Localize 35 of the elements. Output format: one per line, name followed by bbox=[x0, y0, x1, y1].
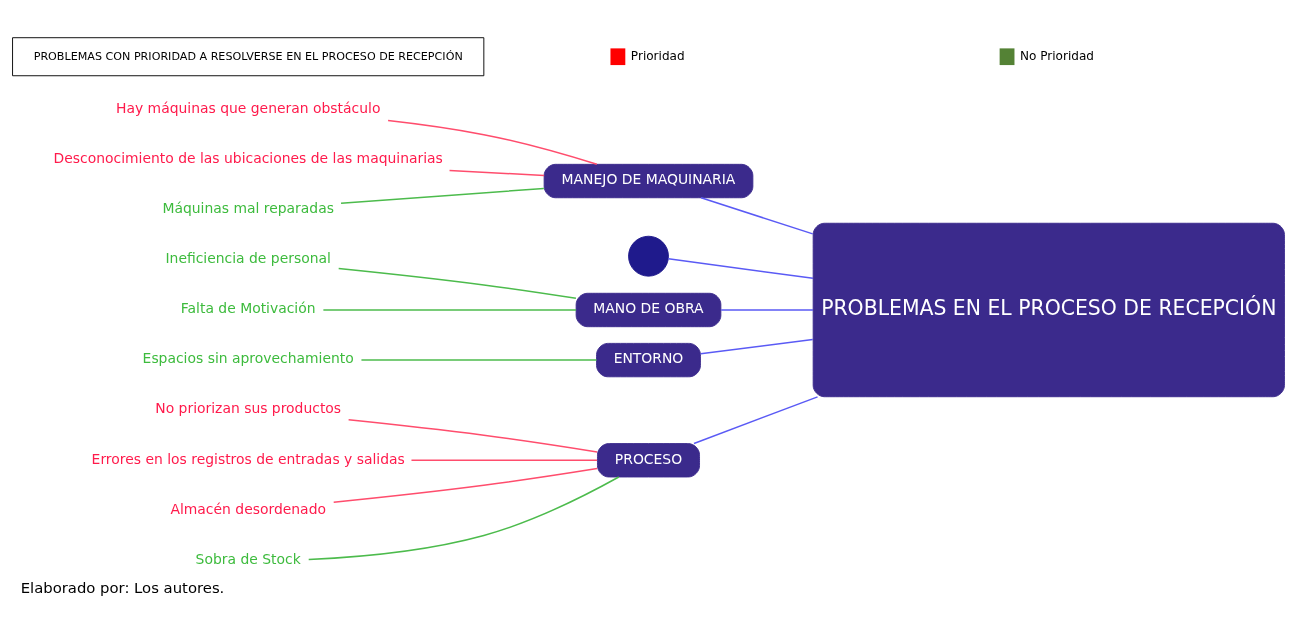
connector bbox=[387, 119, 598, 165]
connector bbox=[322, 309, 577, 311]
connector bbox=[347, 419, 598, 453]
connector bbox=[337, 267, 577, 300]
connector bbox=[410, 459, 598, 461]
node-box: MANEJO DE MAQUINARIA bbox=[543, 163, 754, 199]
connector bbox=[332, 467, 598, 503]
node-text: Máquinas mal reparadas bbox=[162, 200, 334, 217]
node-box: ENTORNO bbox=[596, 342, 701, 378]
node-box: MANO DE OBRA bbox=[575, 292, 722, 328]
connector bbox=[667, 258, 814, 279]
node-text: Falta de Motivación bbox=[180, 300, 316, 317]
connector bbox=[340, 187, 545, 204]
node-text: Espacios sin aprovechamiento bbox=[142, 350, 354, 367]
node-circle bbox=[628, 235, 669, 277]
node-box: PROCESO bbox=[597, 443, 700, 478]
connector bbox=[693, 396, 819, 445]
node-box: PROBLEMAS CON PRIORIDAD A RESOLVERSE EN EL PROCESO DE RECEPCIÓN bbox=[12, 37, 485, 77]
connector bbox=[720, 309, 814, 311]
node-text: Hay máquinas que generan obstáculo bbox=[115, 99, 381, 116]
caption: Elaborado por: Los autores. bbox=[20, 578, 225, 596]
node-text: No priorizan sus productos bbox=[155, 400, 342, 417]
node-box: PROBLEMAS EN EL PROCESO DE RECEPCIÓN bbox=[812, 222, 1285, 398]
connector bbox=[700, 197, 814, 235]
node-text: Errores en los registros de entradas y salidas bbox=[91, 450, 405, 467]
node-text: Almacén desordenado bbox=[170, 500, 326, 517]
connector bbox=[699, 338, 814, 355]
connector bbox=[448, 169, 545, 177]
legend-label: Prioridad bbox=[630, 48, 685, 63]
node-text: Sobra de Stock bbox=[195, 550, 301, 567]
connector bbox=[307, 476, 620, 561]
legend-label: No Prioridad bbox=[1020, 48, 1094, 63]
node-text: Ineficiencia de personal bbox=[165, 250, 331, 267]
node-text: Desconocimiento de las ubicaciones de las maquinarias bbox=[53, 149, 443, 166]
connector bbox=[360, 359, 598, 361]
